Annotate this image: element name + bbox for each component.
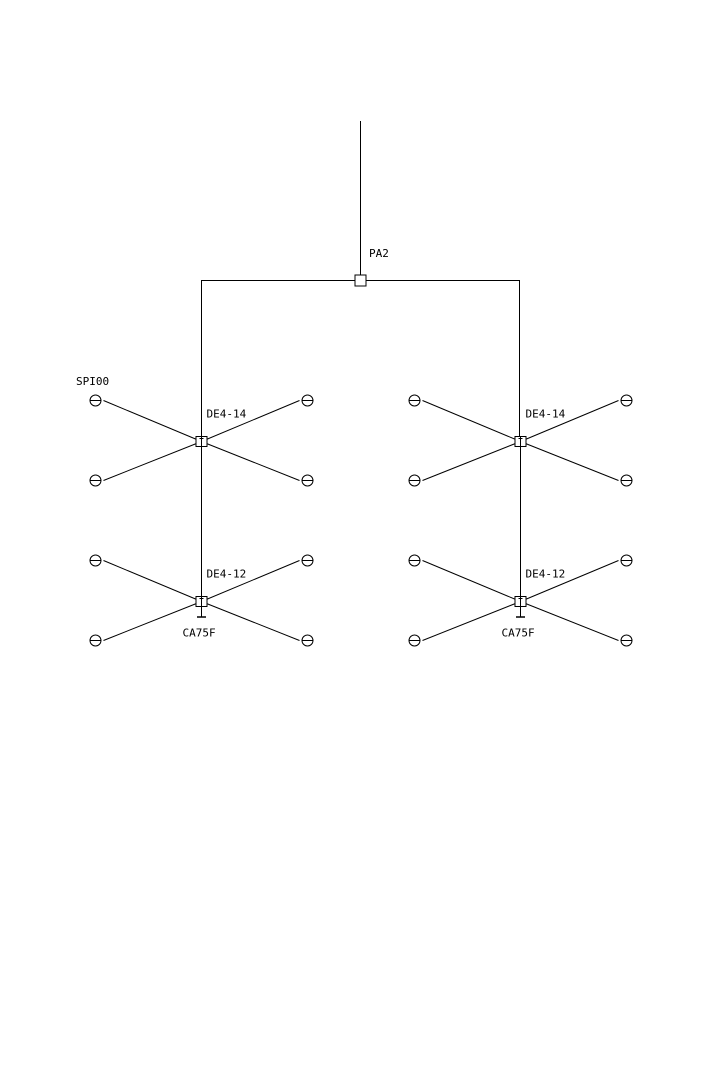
outlet-line [103, 560, 202, 602]
outlet-line [520, 400, 619, 442]
tap-label: DE4-14 [526, 408, 566, 421]
splitter-label: PA2 [369, 247, 389, 260]
outlet-line [201, 441, 300, 481]
outlet-line [520, 601, 619, 641]
outlet-label: SPI00 [76, 375, 109, 388]
outlet-line [422, 441, 521, 481]
outlet-line [422, 560, 521, 602]
outlet-line [103, 601, 202, 641]
tap-1: DE4-14 [89, 394, 314, 487]
terminator-label: CA75F [502, 627, 535, 640]
outlet-line [103, 400, 202, 442]
outlet-line [201, 601, 300, 641]
outlet-line [103, 441, 202, 481]
outlet-line [520, 441, 619, 481]
outlet-line [422, 601, 521, 641]
tap-1: DE4-14 [408, 394, 633, 487]
splitter-branch-lines [201, 280, 520, 441]
terminator-label: CA75F [183, 627, 216, 640]
tap-label: DE4-12 [207, 568, 247, 581]
outlet-line [520, 560, 619, 602]
outlet-line [201, 400, 300, 442]
tap-label: DE4-12 [526, 568, 566, 581]
tap-label: DE4-14 [207, 408, 247, 421]
outlet-line [422, 400, 521, 442]
outlet-line [201, 560, 300, 602]
splitter-box [354, 274, 367, 287]
